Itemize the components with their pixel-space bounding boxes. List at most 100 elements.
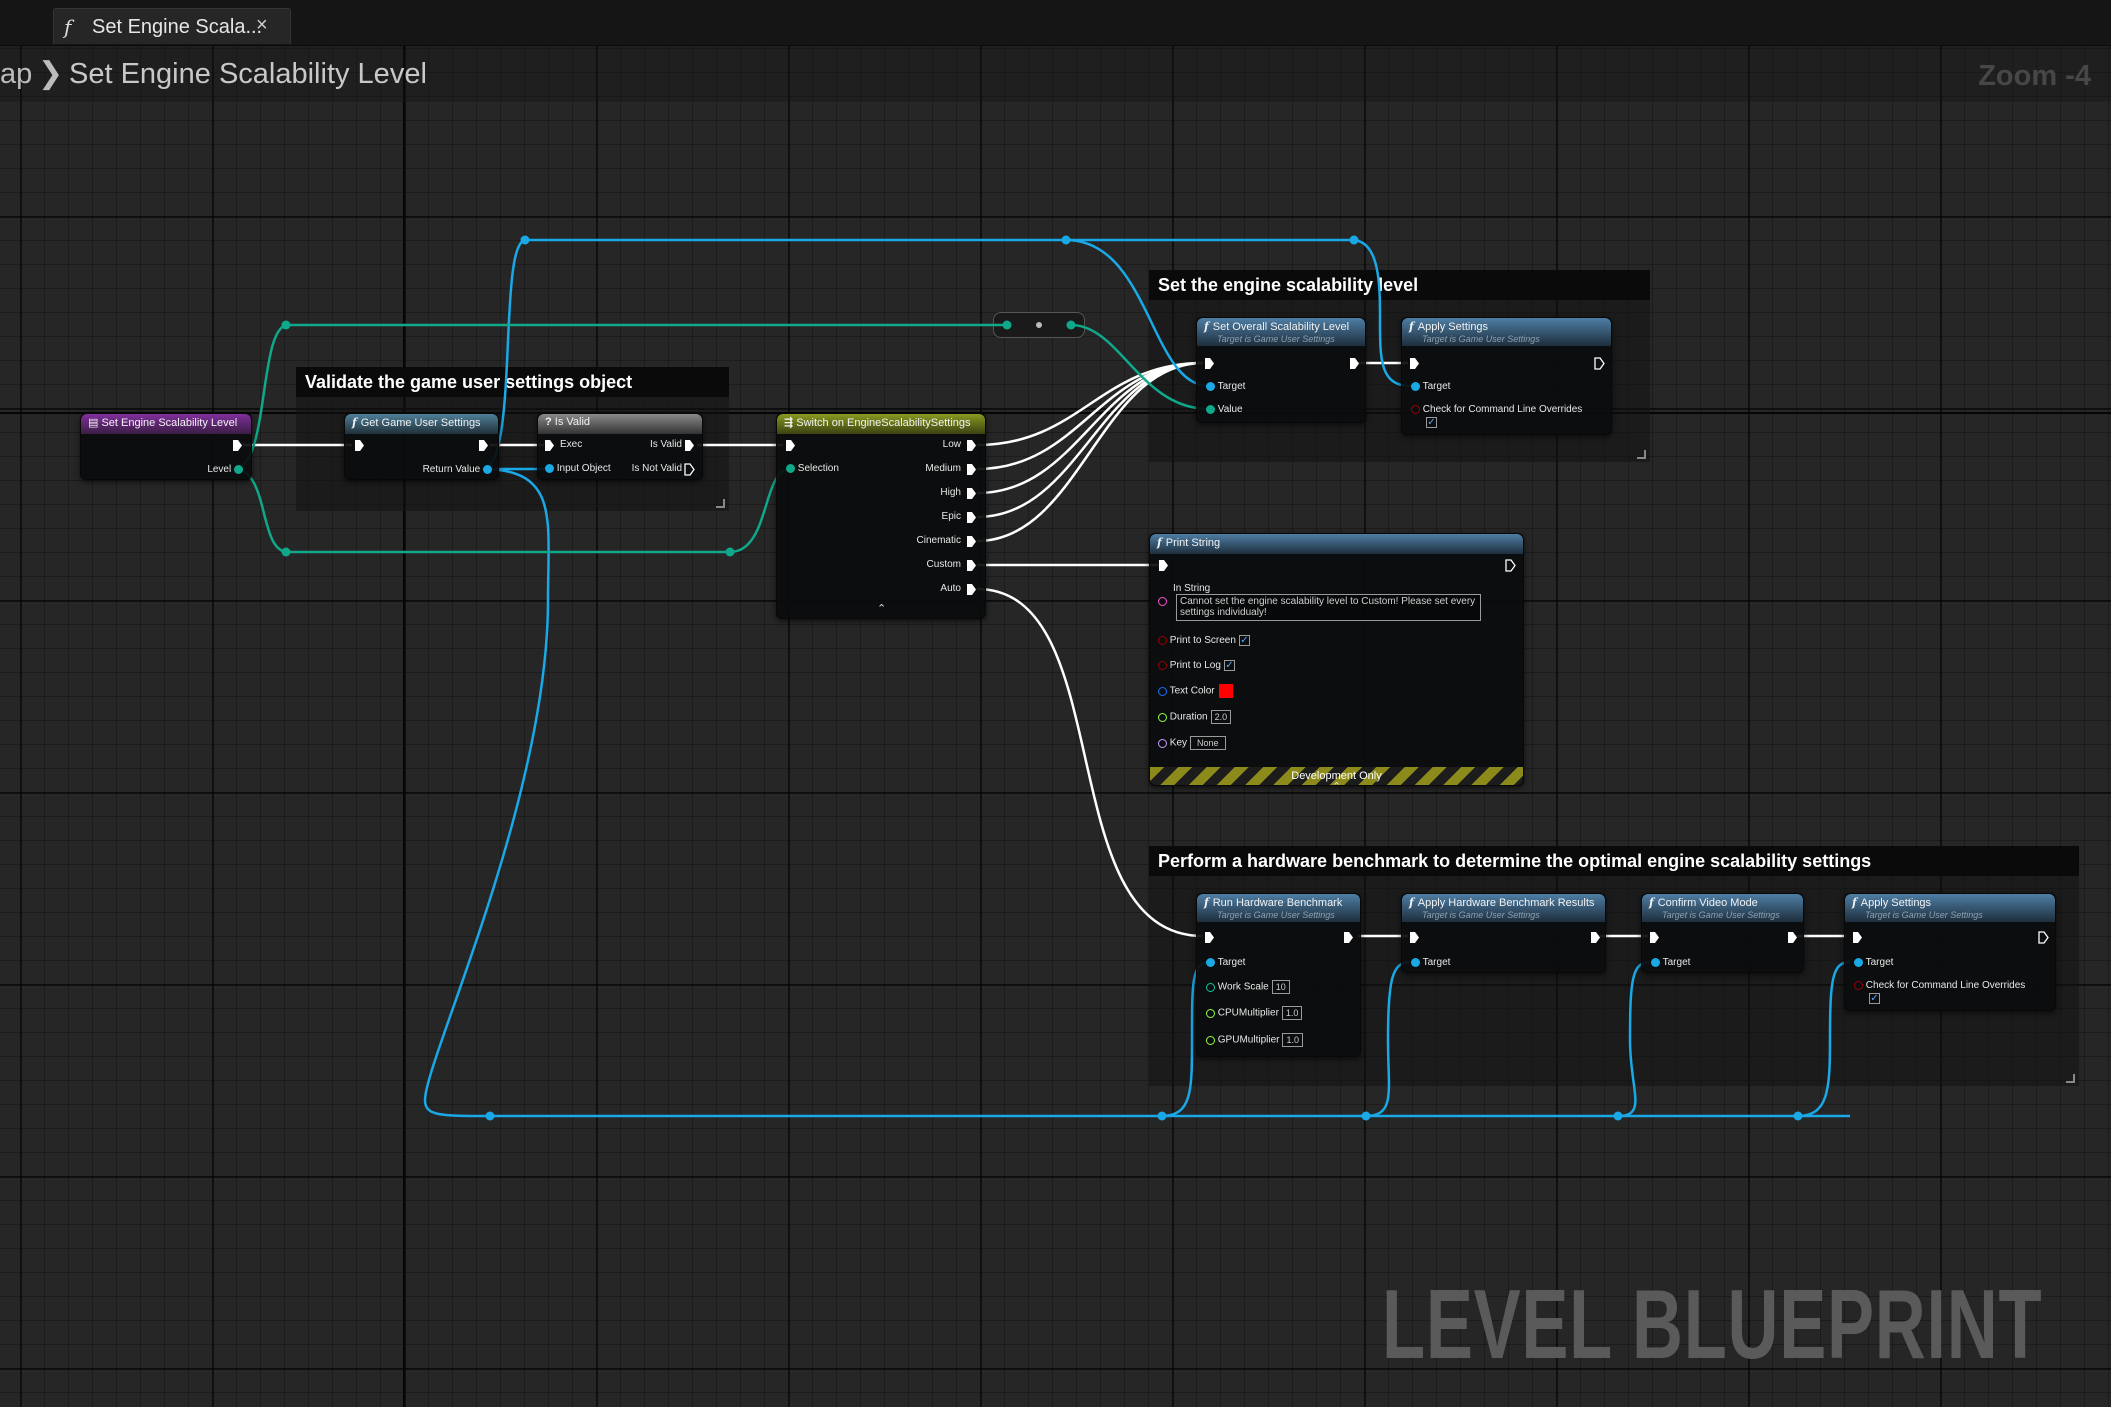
pin-target[interactable]: Target xyxy=(1206,956,1245,970)
pin-is-not-valid[interactable]: Is Not Valid xyxy=(632,462,682,476)
print-to-log-checkbox[interactable]: ✓ xyxy=(1223,659,1235,671)
gpu-multiplier-input[interactable]: 1.0 xyxy=(1282,1033,1303,1047)
pin-level[interactable]: Level xyxy=(207,463,243,477)
exec-out-pin[interactable] xyxy=(1787,931,1798,944)
color-swatch[interactable] xyxy=(1218,684,1233,698)
exec-out-pin[interactable] xyxy=(966,511,977,524)
pin-return-value[interactable]: Return Value xyxy=(423,463,492,477)
macro-icon: ? xyxy=(545,416,555,428)
pin-low[interactable]: Low xyxy=(943,438,961,452)
pin-print-to-screen[interactable]: Print to Screen✓ xyxy=(1158,634,1250,648)
exec-out-pin-valid[interactable] xyxy=(684,439,695,452)
pin-auto[interactable]: Auto xyxy=(940,582,961,596)
pin-text-color[interactable]: Text Color xyxy=(1158,684,1233,699)
exec-in-pin[interactable] xyxy=(354,439,365,452)
pin-epic[interactable]: Epic xyxy=(942,510,961,524)
exec-in-pin[interactable] xyxy=(1409,357,1420,370)
pin-target[interactable]: Target xyxy=(1411,956,1450,970)
exec-out-pin[interactable] xyxy=(478,439,489,452)
pin-check-overrides[interactable]: Check for Command Line Overrides xyxy=(1854,979,2025,993)
exec-out-pin[interactable] xyxy=(1590,931,1601,944)
chevron-up-icon[interactable]: ⌃ xyxy=(877,603,887,615)
exec-out-pin[interactable] xyxy=(1343,931,1354,944)
exec-in-pin[interactable] xyxy=(1649,931,1660,944)
name-pin-icon xyxy=(1158,738,1167,748)
resize-grip[interactable] xyxy=(716,499,725,508)
pin-input-object[interactable]: Input Object xyxy=(545,462,611,476)
print-to-screen-checkbox[interactable]: ✓ xyxy=(1238,634,1250,646)
exec-out-pin[interactable] xyxy=(1594,357,1605,370)
pin-target[interactable]: Target xyxy=(1854,956,1893,970)
function-icon: f xyxy=(64,15,72,39)
pin-medium[interactable]: Medium xyxy=(925,462,961,476)
pin-cinematic[interactable]: Cinematic xyxy=(917,534,961,548)
exec-out-pin[interactable] xyxy=(966,583,977,596)
exec-in-pin[interactable] xyxy=(1158,559,1169,572)
reroute-node[interactable] xyxy=(993,312,1085,338)
exec-out-pin[interactable] xyxy=(2038,931,2049,944)
cpu-multiplier-input[interactable]: 1.0 xyxy=(1281,1006,1303,1020)
pin-target[interactable]: Target xyxy=(1651,956,1690,970)
object-pin-icon xyxy=(1206,957,1215,967)
exec-out-pin[interactable] xyxy=(966,463,977,476)
node-header: ▤ Set Engine Scalability Level xyxy=(81,414,251,434)
pin-target[interactable]: Target xyxy=(1411,380,1450,394)
node-switch-engine-scalability[interactable]: ⇶ Switch on EngineScalabilitySettings Se… xyxy=(776,413,986,619)
breadcrumb-parent[interactable]: ap xyxy=(0,58,33,90)
in-string-input[interactable]: Cannot set the engine scalability level … xyxy=(1176,594,1481,621)
exec-in-pin[interactable] xyxy=(1409,931,1420,944)
graph-canvas[interactable] xyxy=(0,46,2111,1407)
exec-out-pin[interactable] xyxy=(966,439,977,452)
resize-grip[interactable] xyxy=(2066,1074,2075,1083)
pin-print-to-log[interactable]: Print to Log✓ xyxy=(1158,659,1235,673)
string-pin-icon[interactable] xyxy=(1158,597,1167,606)
exec-out-pin[interactable] xyxy=(1505,559,1516,572)
exec-in-pin[interactable] xyxy=(785,439,796,452)
close-icon[interactable]: × xyxy=(256,14,268,36)
pin-label: Exec xyxy=(560,439,583,450)
exec-out-pin[interactable] xyxy=(232,439,243,452)
key-input[interactable]: None xyxy=(1190,736,1226,750)
duration-input[interactable]: 2.0 xyxy=(1210,710,1232,724)
node-is-valid[interactable]: ? Is Valid Exec Is Valid Input Object Is… xyxy=(537,413,703,480)
pin-is-valid[interactable]: Is Valid xyxy=(650,438,682,452)
pin-high[interactable]: High xyxy=(940,486,961,500)
pin-exec[interactable]: Exec xyxy=(560,438,582,452)
tab-set-engine-scalability[interactable]: f Set Engine Scala... × xyxy=(53,8,291,44)
exec-in-pin[interactable] xyxy=(544,439,555,452)
pin-custom[interactable]: Custom xyxy=(927,558,961,572)
override-checkbox[interactable]: ✓ xyxy=(1869,993,1880,1004)
chevron-up-icon[interactable]: ⌃ xyxy=(1332,781,1342,793)
node-title: Get Game User Settings xyxy=(360,417,481,429)
override-checkbox[interactable]: ✓ xyxy=(1426,417,1437,428)
pin-value[interactable]: Value xyxy=(1206,403,1243,417)
exec-out-pin[interactable] xyxy=(1349,357,1360,370)
pin-check-overrides[interactable]: Check for Command Line Overrides xyxy=(1411,403,1582,417)
exec-out-pin[interactable] xyxy=(966,487,977,500)
exec-in-pin[interactable] xyxy=(1852,931,1863,944)
pin-selection[interactable]: Selection xyxy=(786,462,839,476)
pin-target[interactable]: Target xyxy=(1206,380,1245,394)
node-set-engine-scalability-level[interactable]: ▤ Set Engine Scalability Level Level xyxy=(80,413,252,480)
exec-out-pin[interactable] xyxy=(966,559,977,572)
exec-in-pin[interactable] xyxy=(1204,931,1215,944)
exec-out-pin-not-valid[interactable] xyxy=(684,463,695,476)
resize-grip[interactable] xyxy=(1637,450,1646,459)
work-scale-input[interactable]: 10 xyxy=(1271,980,1290,994)
exec-out-pin[interactable] xyxy=(966,535,977,548)
exec-in-pin[interactable] xyxy=(1204,357,1215,370)
